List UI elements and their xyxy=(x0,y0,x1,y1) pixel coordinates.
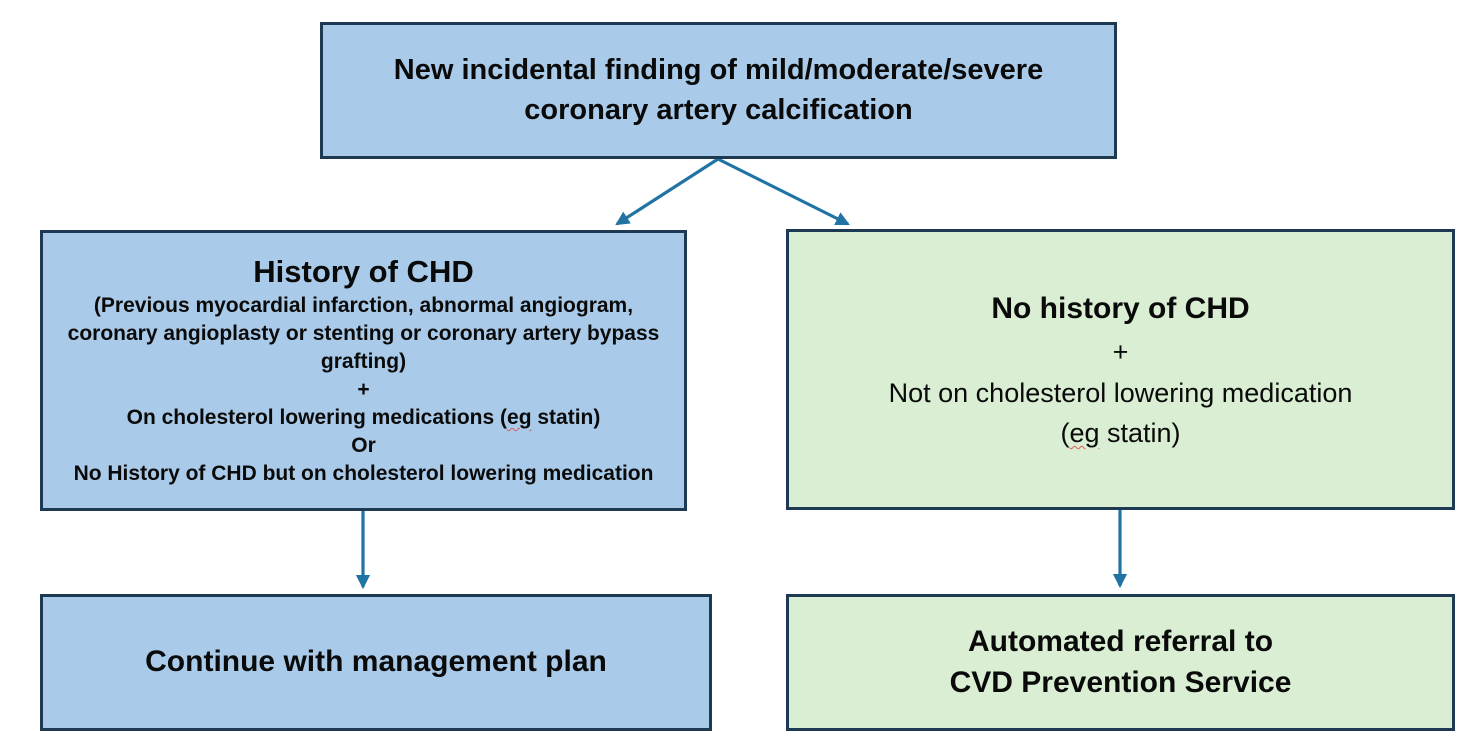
no-history-medication-line: Not on cholesterol lowering medication xyxy=(888,377,1353,408)
continue-management-box: Continue with management plan xyxy=(40,594,712,731)
arrow-top-to-no-history xyxy=(717,157,850,226)
no-history-eg: eg xyxy=(1069,418,1100,448)
arrow-top-to-history xyxy=(615,157,719,226)
history-medication-line: On cholesterol lowering medications (eg … xyxy=(127,404,601,432)
automated-referral-box: Automated referral to CVD Prevention Ser… xyxy=(786,594,1455,731)
history-title: History of CHD xyxy=(253,254,474,290)
top-finding-line-1: New incidental finding of mild/moderate/… xyxy=(393,54,1044,87)
no-history-paren-pre: ( xyxy=(1060,418,1070,448)
continue-label: Continue with management plan xyxy=(145,645,607,679)
referral-line-2: CVD Prevention Service xyxy=(949,665,1292,699)
no-history-statin-line: (eg statin) xyxy=(1060,413,1180,454)
no-history-of-chd-box: No history of CHD + Not on cholesterol l… xyxy=(786,229,1455,510)
history-of-chd-box: History of CHD (Previous myocardial infa… xyxy=(40,230,687,511)
history-or: Or xyxy=(351,433,376,457)
no-history-title: No history of CHD xyxy=(991,291,1250,325)
history-medication-pre: On cholesterol lowering medications ( xyxy=(126,405,508,429)
top-finding-box: New incidental finding of mild/moderate/… xyxy=(320,22,1117,159)
history-alt-line: No History of CHD but on cholesterol low… xyxy=(73,461,654,485)
no-history-plus: + xyxy=(1112,337,1129,367)
history-medication-eg: eg xyxy=(507,405,532,429)
history-plus: + xyxy=(357,377,370,401)
top-finding-line-2: coronary artery calcification xyxy=(524,93,913,126)
history-medication-post: statin) xyxy=(531,405,601,429)
history-detail: (Previous myocardial infarction, abnorma… xyxy=(67,294,660,373)
no-history-paren-post: statin) xyxy=(1099,418,1181,448)
referral-line-1: Automated referral to xyxy=(967,625,1274,658)
